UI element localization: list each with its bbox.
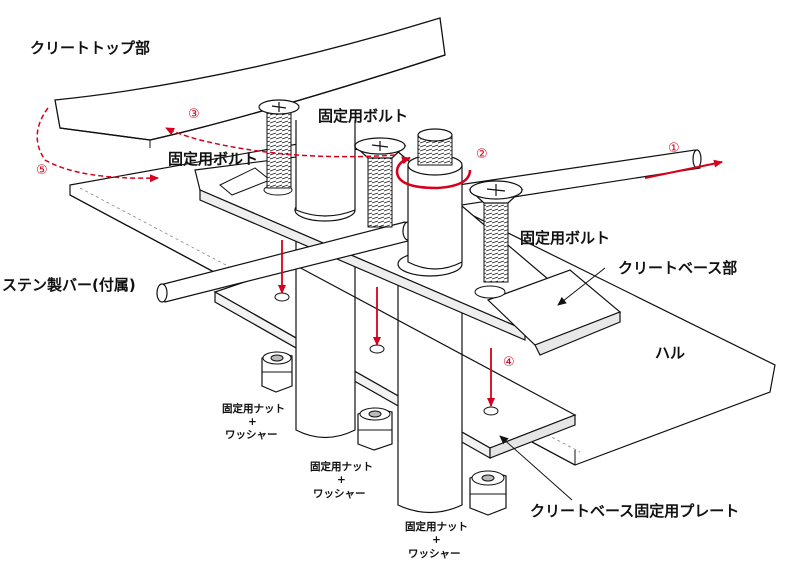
label-nut-1-line1: 固定用ナット — [222, 402, 285, 415]
label-nut-3-plus: + — [432, 534, 441, 546]
step-1-number: ① — [668, 141, 680, 156]
support-posts — [295, 210, 463, 514]
nut-washer-3 — [469, 470, 507, 516]
leader-lines — [499, 267, 606, 501]
label-cleat-base: クリートベース部 — [618, 259, 737, 277]
step-2-number: ② — [476, 147, 488, 162]
fixing-bolt-1 — [258, 99, 300, 189]
label-nut-1-line2: ワッシャー — [225, 429, 278, 441]
label-stainless-bar: ステン製バー(付属) — [2, 276, 136, 294]
cleat-top-part — [54, 17, 446, 148]
step-5-arrow — [36, 107, 159, 183]
center-post — [407, 128, 463, 270]
fixing-bolt-3 — [468, 180, 524, 283]
step-4-number: ④ — [503, 355, 515, 370]
step-3-arrow — [165, 127, 396, 158]
label-hull: ハル — [655, 344, 685, 362]
nut-washer-1 — [261, 351, 293, 393]
label-nut-2-line2: ワッシャー — [313, 488, 366, 500]
label-fixing-bolt-c: 固定用ボルト — [520, 229, 610, 247]
label-nut-1-plus: + — [248, 416, 257, 428]
label-nut-2-line1: 固定用ナット — [310, 460, 373, 473]
fixing-bolt-2 — [353, 137, 407, 228]
step-2-arrow — [395, 156, 472, 190]
nut-washer-2 — [357, 407, 393, 451]
step-4-arrows — [278, 240, 495, 407]
label-nut-2-plus: + — [337, 474, 346, 486]
label-nut-3-line1: 固定用ナット — [405, 520, 468, 533]
label-nut-3-line2: ワッシャー — [408, 548, 461, 560]
label-base-plate: クリートベース固定用プレート — [530, 502, 739, 520]
label-fixing-bolt-b: 固定用ボルト — [168, 150, 258, 168]
label-fixing-bolt-a: 固定用ボルト — [318, 107, 408, 125]
label-cleat-top: クリートトップ部 — [30, 39, 150, 57]
left-post — [295, 120, 356, 217]
step-1-arrow — [644, 159, 723, 179]
step-5-number: ⑤ — [36, 163, 48, 178]
step-3-number: ③ — [188, 107, 200, 122]
